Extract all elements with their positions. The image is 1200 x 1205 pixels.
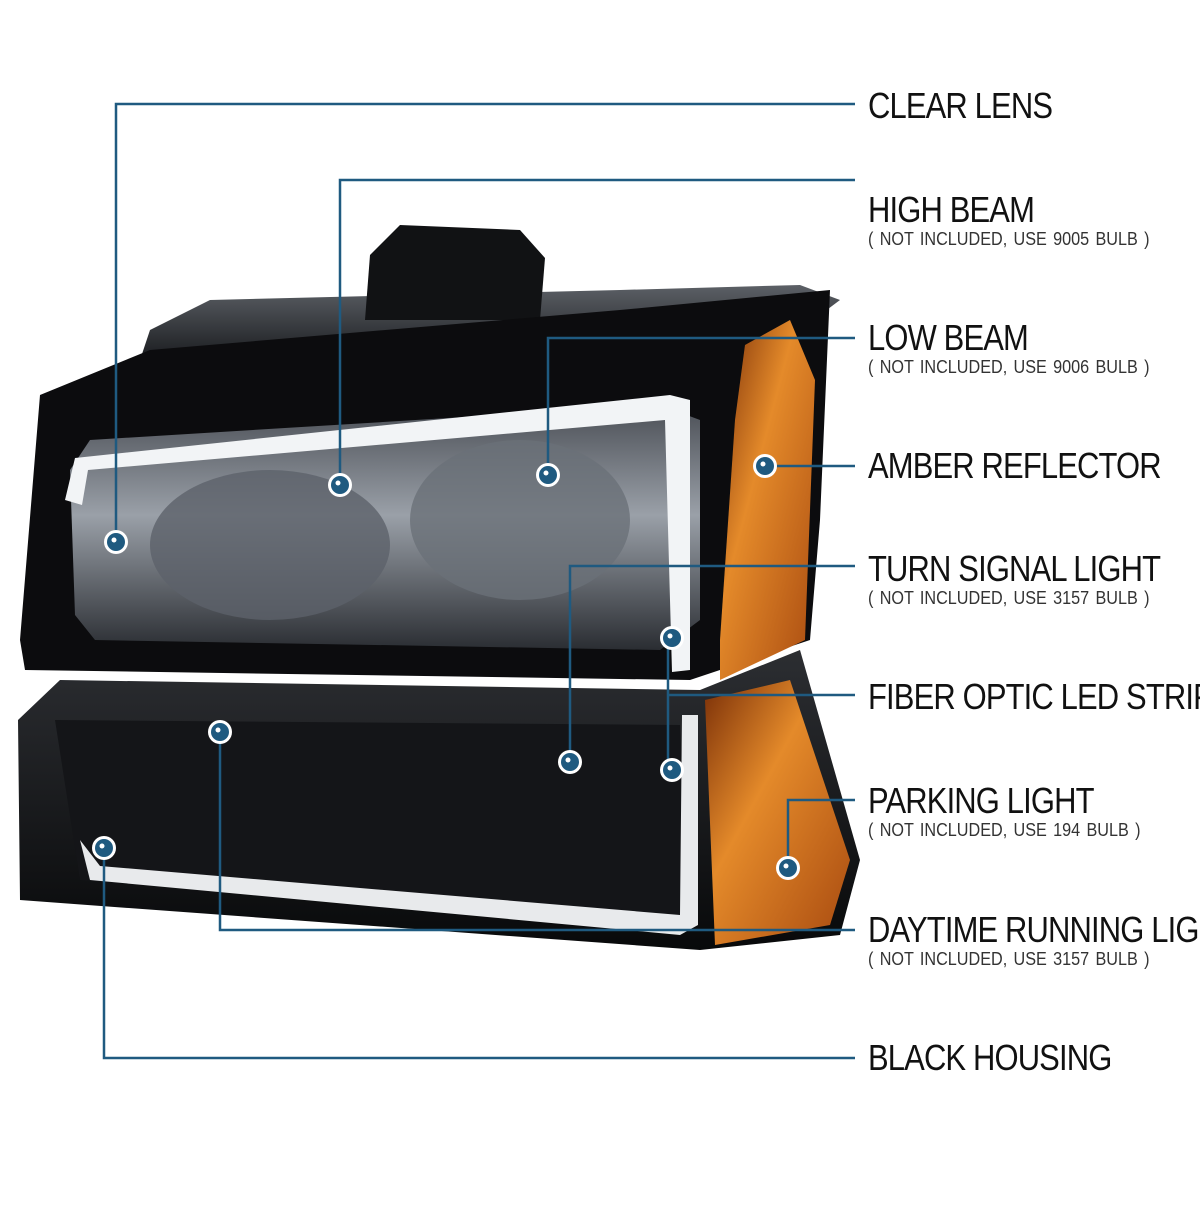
- callout-dot-parking-light: [776, 856, 800, 880]
- callout-dot-fiber-optic-led-strips-upper: [660, 626, 684, 650]
- callout-title: FIBER OPTIC LED STRIPS: [868, 676, 1200, 717]
- leader-line-low-beam: [546, 336, 855, 475]
- callout-title: LOW BEAM: [868, 317, 1029, 358]
- led-strip-lower: [80, 715, 698, 935]
- callout-dots: [92, 454, 800, 880]
- callout-title: CLEAR LENS: [868, 85, 1053, 126]
- leader-line-high-beam: [338, 178, 855, 485]
- callout-note: ( NOT INCLUDED, USE 9006 BULB ): [868, 357, 1150, 377]
- amber-parking-lens: [705, 680, 850, 945]
- callout-title: PARKING LIGHT: [868, 780, 1095, 821]
- callout-note: ( NOT INCLUDED, USE 3157 BULB ): [868, 588, 1150, 608]
- callout-dot-fiber-optic-led-strips-lower: [660, 758, 684, 782]
- callout-note: ( NOT INCLUDED, USE 194 BULB ): [868, 820, 1141, 840]
- callout-leaders: [102, 102, 855, 1060]
- high-beam-reflector: [150, 470, 390, 620]
- callout-dot-turn-signal-light: [558, 750, 582, 774]
- headlight-assembly: [18, 225, 860, 950]
- callout-title: BLACK HOUSING: [868, 1037, 1112, 1078]
- callout-dot-high-beam: [328, 473, 352, 497]
- callout-dot-amber-reflector: [753, 454, 777, 478]
- callout-note: ( NOT INCLUDED, USE 9005 BULB ): [868, 229, 1150, 249]
- callout-title: AMBER REFLECTOR: [868, 445, 1162, 486]
- bumper-lens: [55, 720, 690, 920]
- callout-title: DAYTIME RUNNING LIGHT: [868, 909, 1200, 950]
- led-strip-upper: [65, 395, 690, 672]
- leader-line-daytime-running-light: [218, 732, 855, 932]
- callout-dot-black-housing: [92, 836, 116, 860]
- low-beam-reflector: [410, 440, 630, 600]
- leader-line-parking-light: [786, 798, 855, 868]
- leader-line-black-housing: [102, 848, 855, 1060]
- callout-note: ( NOT INCLUDED, USE 3157 BULB ): [868, 949, 1150, 969]
- mounting-bracket: [365, 225, 545, 320]
- amber-side-reflector: [720, 320, 815, 680]
- callout-dot-low-beam: [536, 463, 560, 487]
- callout-title: HIGH BEAM: [868, 189, 1035, 230]
- callout-title: TURN SIGNAL LIGHT: [868, 548, 1161, 589]
- callout-dot-clear-lens: [104, 530, 128, 554]
- leader-line-turn-signal-light: [568, 564, 855, 762]
- callout-dot-daytime-running-light: [208, 720, 232, 744]
- leader-line-clear-lens: [114, 102, 855, 542]
